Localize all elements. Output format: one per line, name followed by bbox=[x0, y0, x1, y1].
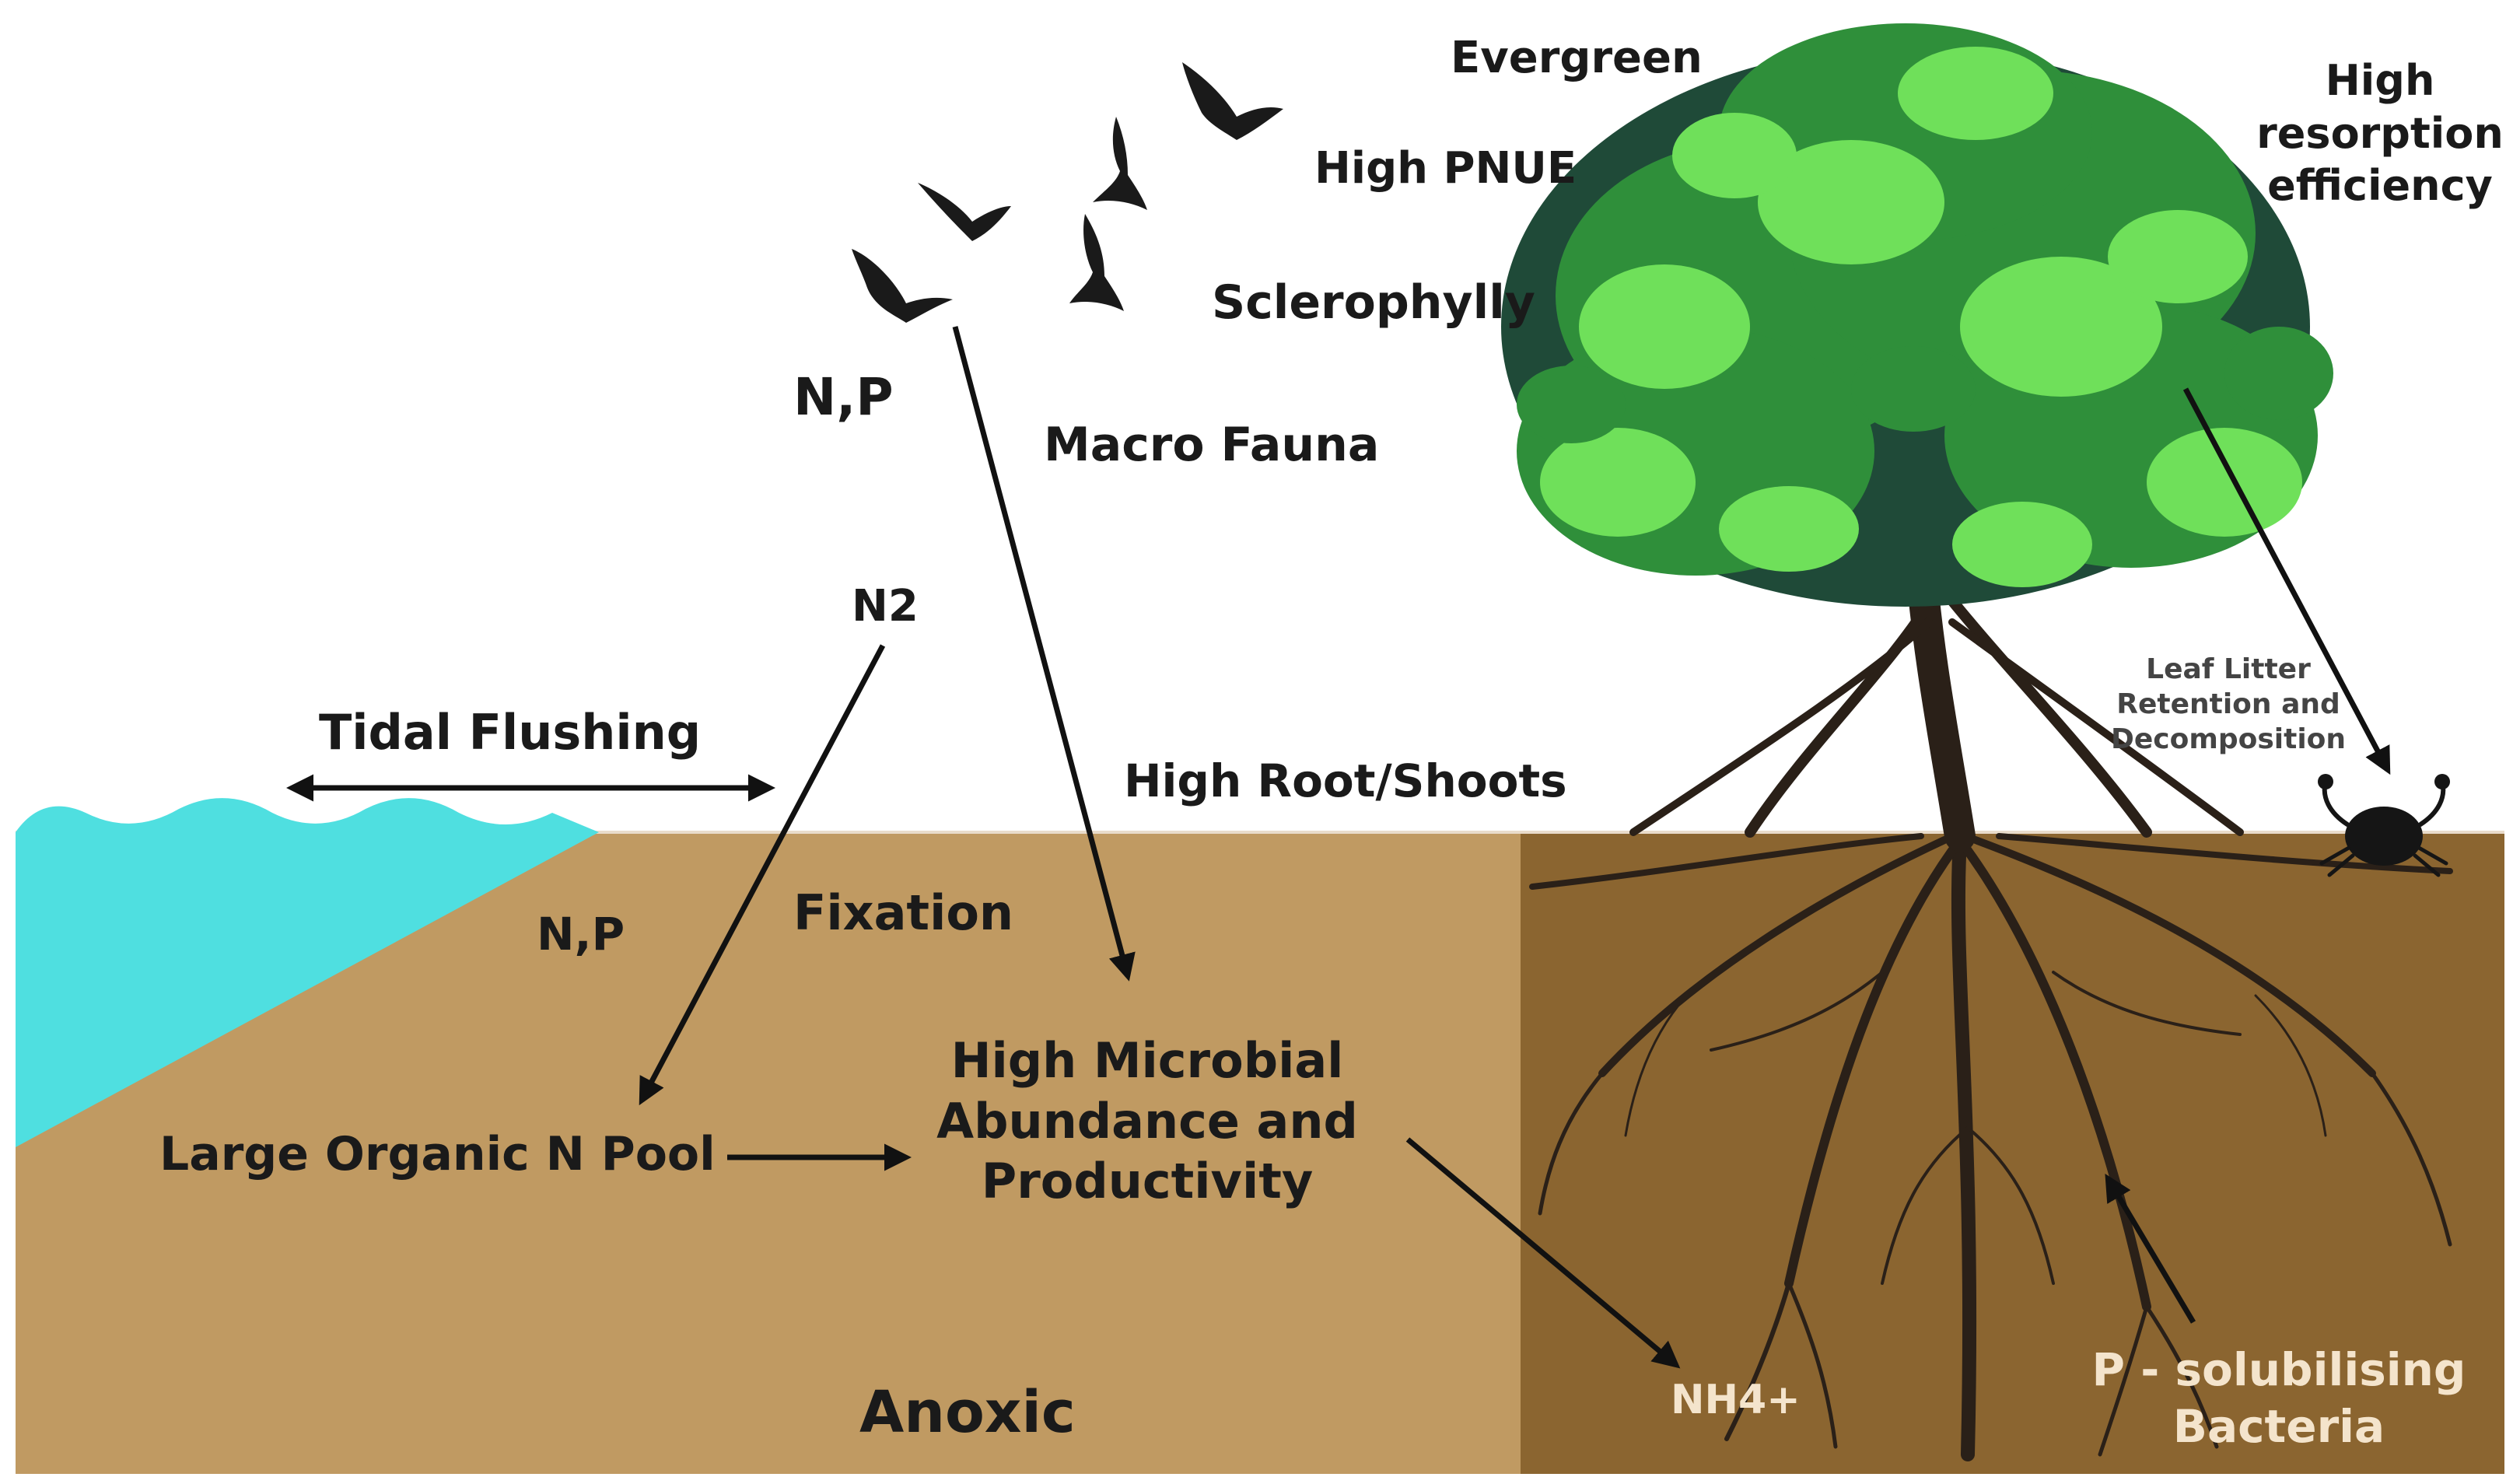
label-high-resorption-efficiency: High resorption efficiency bbox=[2256, 54, 2504, 212]
bird-flock bbox=[852, 62, 1283, 323]
arrow-p-bacteria bbox=[2105, 1173, 2196, 1324]
label-leaf-litter: Leaf Litter Retention and Decomposition bbox=[2092, 652, 2364, 757]
label-nh4: NH4+ bbox=[1671, 1377, 1801, 1423]
label-leaf-litter-line1: Leaf Litter bbox=[2146, 653, 2311, 685]
label-evergreen: Evergreen bbox=[1451, 33, 1703, 83]
crab-icon bbox=[2318, 774, 2450, 877]
label-organic-n-pool: Large Organic N Pool bbox=[159, 1127, 716, 1181]
label-n2: N2 bbox=[852, 581, 919, 632]
arrow-microbial-nh4 bbox=[1405, 1137, 1681, 1369]
label-p-solubilising-line1: P - solubilising bbox=[2091, 1343, 2466, 1396]
label-high-root-shoots: High Root/Shoots bbox=[1124, 754, 1567, 807]
arrow-leaf-litter bbox=[2182, 387, 2391, 775]
label-tidal-flushing: Tidal Flushing bbox=[319, 704, 702, 761]
label-p-solubilising-line2: Bacteria bbox=[2172, 1399, 2385, 1453]
label-np-sediment: N,P bbox=[537, 908, 625, 961]
sediment-dark-panel bbox=[1521, 832, 2504, 1474]
bird-icon bbox=[1093, 117, 1147, 210]
label-sclerophylly: Sclerophylly bbox=[1212, 275, 1535, 330]
root-system bbox=[1529, 833, 2453, 1461]
label-np-air: N,P bbox=[793, 367, 894, 427]
label-high-resorption-line1: High bbox=[2325, 56, 2435, 105]
label-microbial-line3: Productivity bbox=[981, 1153, 1314, 1209]
label-high-pnue: High PNUE bbox=[1314, 143, 1577, 194]
bird-icon bbox=[1182, 62, 1283, 140]
label-microbial-line2: Abundance and bbox=[936, 1092, 1358, 1150]
bird-icon bbox=[1069, 214, 1124, 311]
label-high-resorption-line2: resorption bbox=[2256, 108, 2504, 158]
label-leaf-litter-line2: Retention and bbox=[2116, 688, 2340, 720]
mangrove-tree-icon bbox=[1501, 23, 2333, 852]
bird-icon bbox=[852, 249, 953, 323]
arrow-n2-fixation bbox=[639, 644, 886, 1106]
flow-arrows bbox=[286, 326, 2391, 1369]
label-microbial-line1: High Microbial bbox=[950, 1032, 1344, 1089]
label-macro-fauna: Macro Fauna bbox=[1044, 418, 1380, 472]
label-anoxic: Anoxic bbox=[859, 1379, 1076, 1446]
label-p-solubilising-bacteria: P - solubilising Bacteria bbox=[2077, 1342, 2481, 1454]
arrow-birds-microbial bbox=[952, 326, 1136, 982]
bird-icon bbox=[918, 183, 1011, 241]
wave-icon bbox=[16, 798, 599, 1147]
label-high-resorption-line3: efficiency bbox=[2267, 161, 2493, 210]
label-leaf-litter-line3: Decomposition bbox=[2110, 723, 2347, 755]
label-high-microbial: High Microbial Abundance and Productivit… bbox=[918, 1031, 1377, 1212]
label-fixation: Fixation bbox=[793, 884, 1014, 941]
